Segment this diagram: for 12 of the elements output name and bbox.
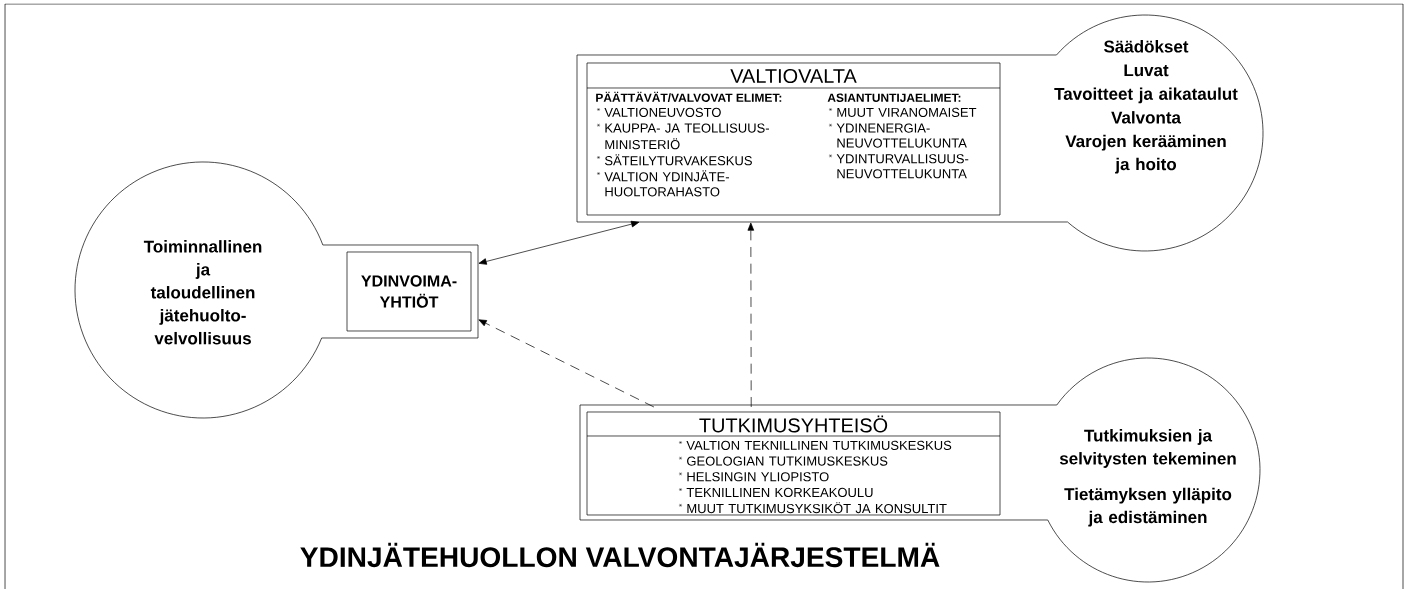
diagram-title: YDINJÄTEHUOLLON VALVONTAJÄRJESTELMÄ: [300, 542, 940, 568]
circle-text: Toiminnallinen ja taloudellinen jätehuolto- velvollisuus: [143, 240, 262, 345]
arrow: [478, 220, 640, 265]
circle-text: Tutkimuksien ja selvitysten tekeminen: [1059, 429, 1236, 468]
arrow: [478, 319, 655, 408]
circle-text: Säädökset: [1104, 40, 1189, 53]
circle-text: Valvonta: [1111, 111, 1182, 124]
circle-text: Luvat: [1124, 64, 1169, 77]
circle-text: Tietämyksen ylläpito ja edistäminen: [1064, 487, 1232, 527]
circle-text: Tavoitteet ja aikataulut: [1054, 87, 1238, 104]
circle-text: Varojen kerääminen ja hoito: [1065, 134, 1226, 174]
arrow: [747, 222, 755, 408]
